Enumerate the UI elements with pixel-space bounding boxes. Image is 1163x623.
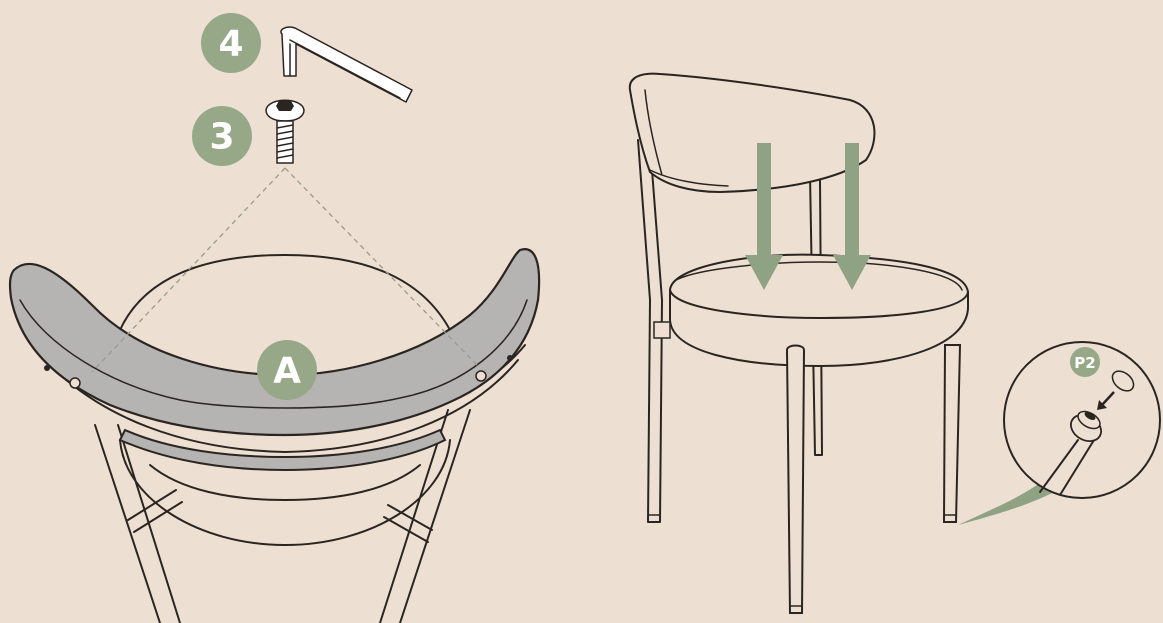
svg-text:4: 4 bbox=[218, 24, 243, 65]
svg-text:3: 3 bbox=[209, 117, 234, 158]
screw-icon bbox=[266, 100, 304, 163]
allen-key-icon bbox=[281, 27, 412, 102]
step-badge-3: 3 bbox=[192, 106, 252, 166]
right-chair-side-view bbox=[630, 74, 968, 613]
part-badge-a: A bbox=[257, 340, 317, 400]
svg-text:A: A bbox=[273, 351, 301, 392]
part-badge-p2: P2 bbox=[1070, 347, 1100, 377]
screw-hole bbox=[70, 378, 80, 388]
backrest-side bbox=[630, 74, 875, 192]
step-badge-4: 4 bbox=[201, 13, 261, 73]
backrest-part-a bbox=[10, 249, 539, 435]
svg-text:P2: P2 bbox=[1074, 354, 1095, 372]
guide-line bbox=[285, 168, 478, 366]
screw-hole bbox=[476, 371, 486, 381]
front-leg-right bbox=[944, 345, 960, 522]
front-leg-center bbox=[787, 346, 804, 614]
